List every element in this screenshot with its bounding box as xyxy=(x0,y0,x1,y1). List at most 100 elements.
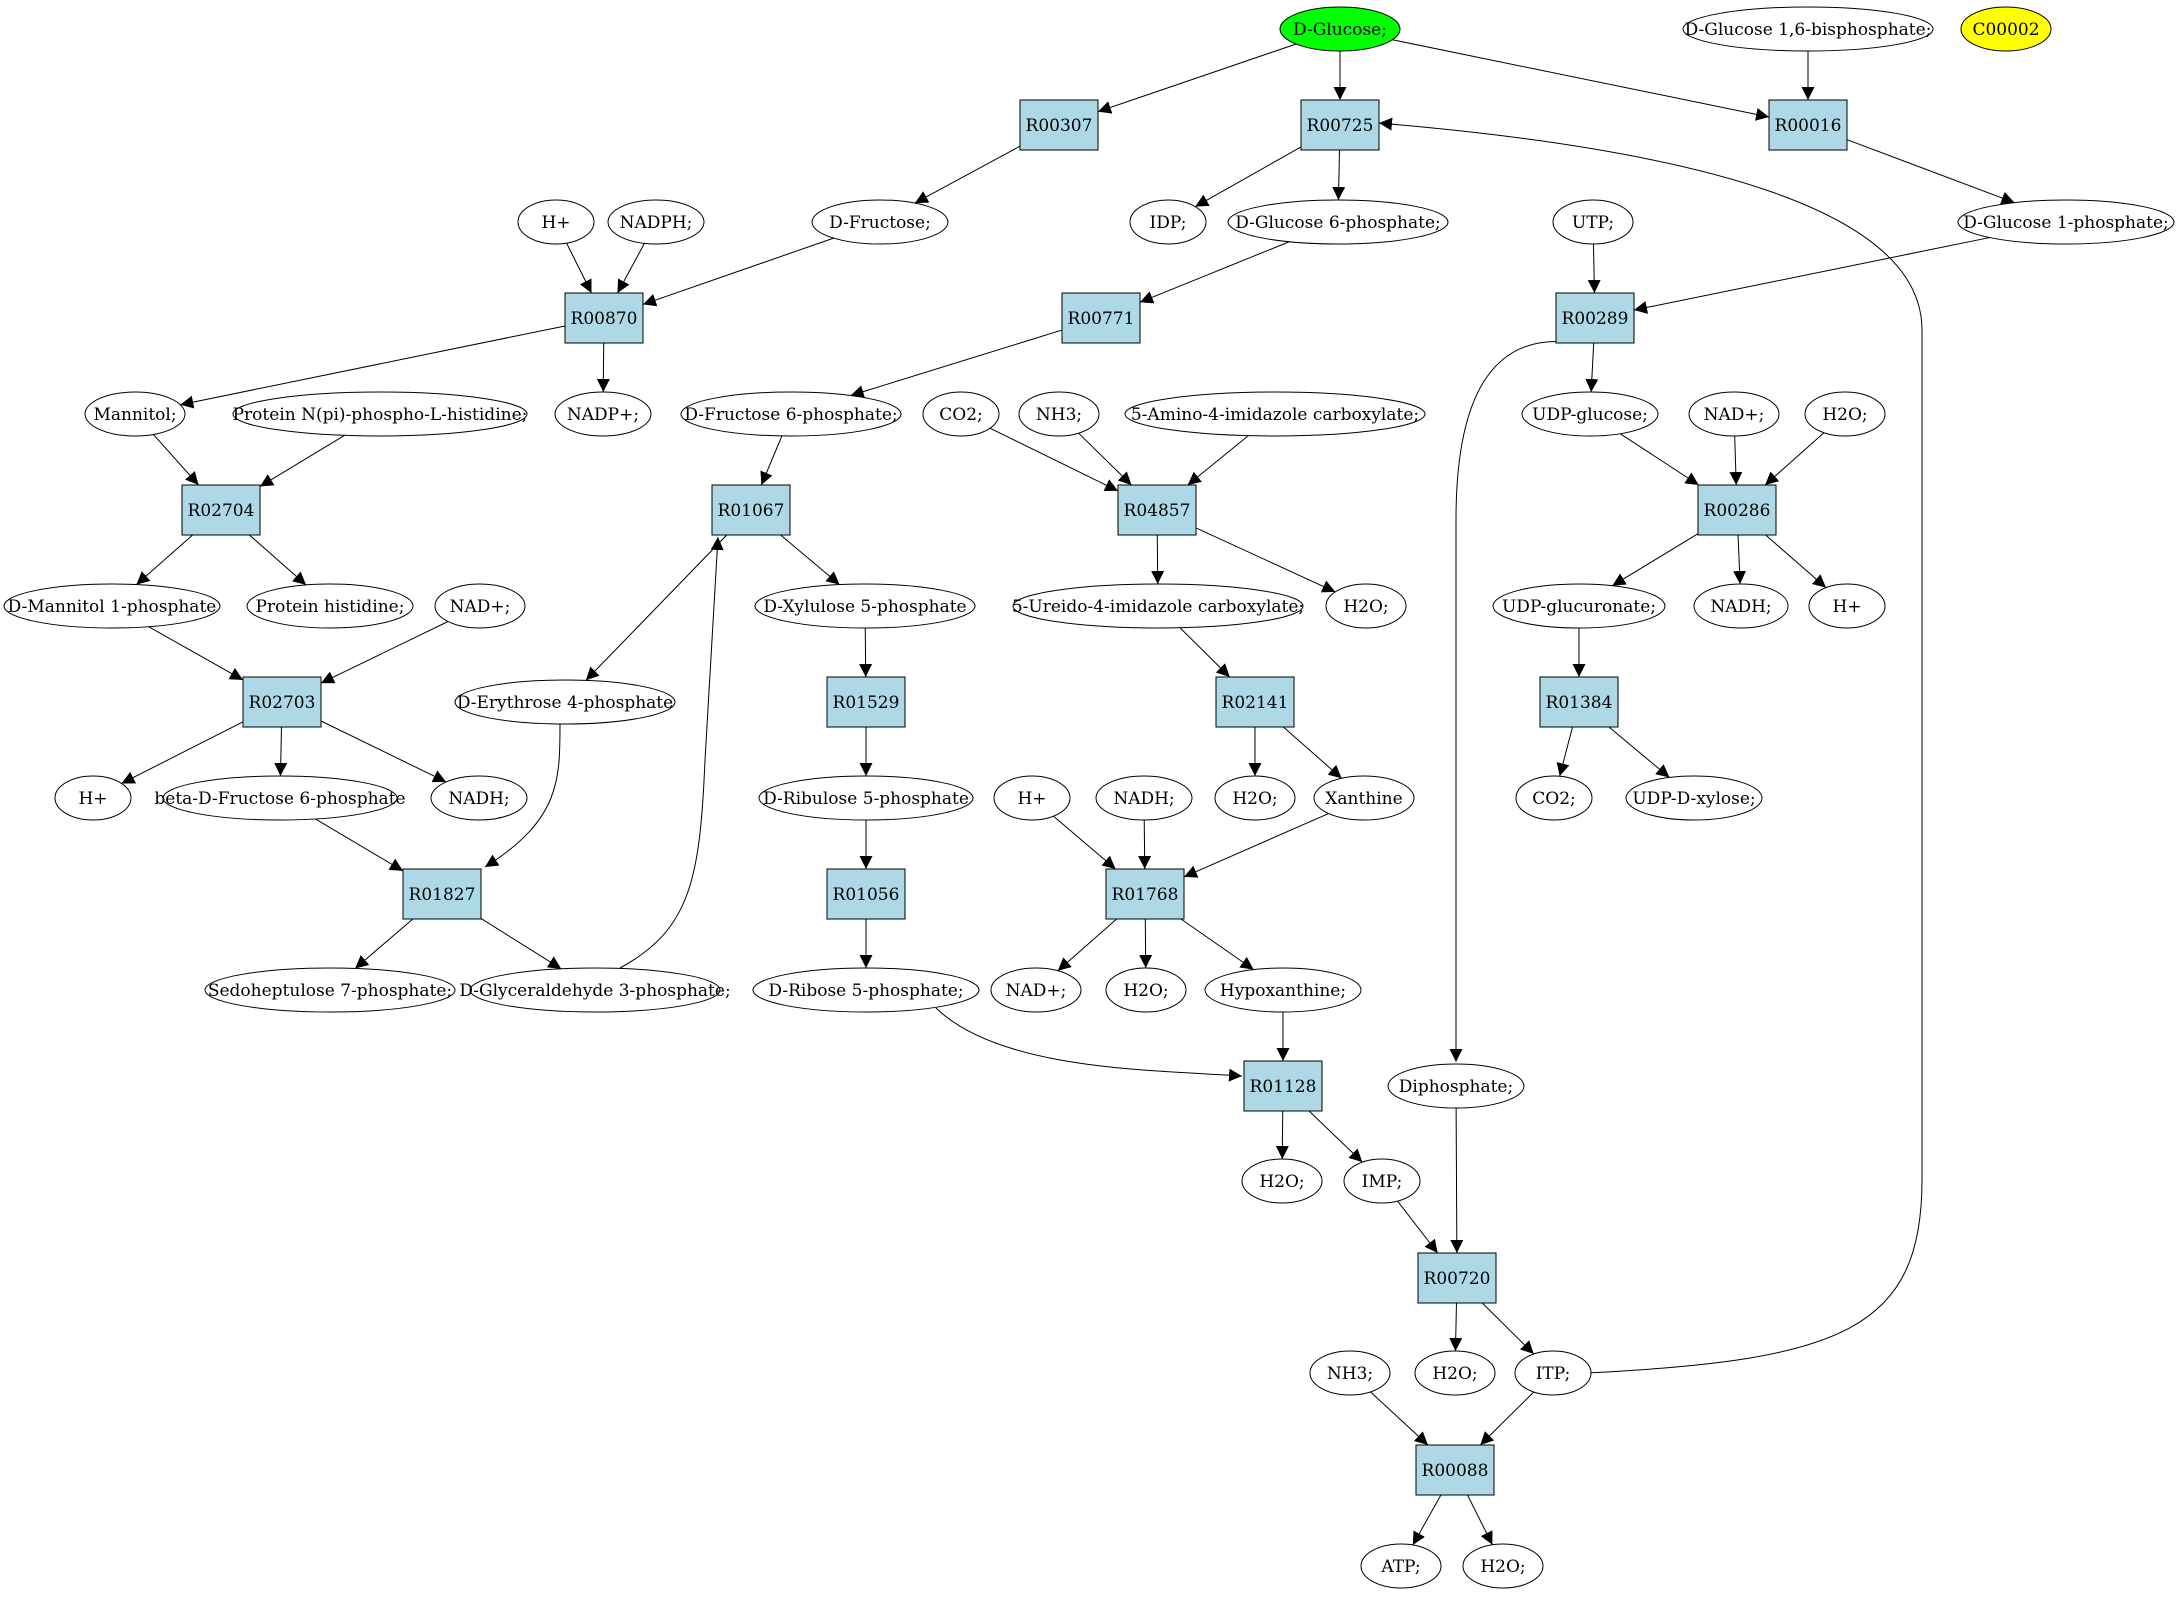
compound-node-hplus-c[interactable]: H+ xyxy=(54,775,132,821)
compound-node-x5p[interactable]: D-Xylulose 5-phosphate xyxy=(754,583,976,629)
compound-ellipse[interactable] xyxy=(993,775,1071,821)
compound-node-diphos[interactable]: Diphosphate; xyxy=(1387,1063,1525,1109)
compound-node-h2o-g[interactable]: H2O; xyxy=(1462,1543,1544,1589)
compound-ellipse[interactable] xyxy=(1241,1158,1323,1204)
compound-ellipse[interactable] xyxy=(434,583,526,629)
reaction-node-r04857[interactable]: R04857 xyxy=(1117,484,1197,536)
compound-ellipse[interactable] xyxy=(1804,391,1886,437)
compound-ellipse[interactable] xyxy=(1414,1350,1496,1396)
compound-node-h2o-c[interactable]: H2O; xyxy=(1214,775,1296,821)
compound-node-co2-a[interactable]: CO2; xyxy=(922,391,1000,437)
compound-node-r5p[interactable]: D-Ribose 5-phosphate; xyxy=(752,967,980,1013)
compound-ellipse[interactable] xyxy=(1095,775,1193,821)
reaction-node-r00307[interactable]: R00307 xyxy=(1019,99,1099,151)
compound-node-f6p[interactable]: D-Fructose 6-phosphate; xyxy=(680,391,902,437)
compound-ellipse[interactable] xyxy=(990,967,1082,1013)
compound-node-h2o-b[interactable]: H2O; xyxy=(1325,583,1407,629)
compound-node-udpgluc[interactable]: UDP-glucuronate; xyxy=(1492,583,1666,629)
reaction-node-r01384[interactable]: R01384 xyxy=(1539,676,1619,728)
compound-node-xanthine[interactable]: Xanthine xyxy=(1313,775,1415,821)
compound-node-atp[interactable]: ATP; xyxy=(1360,1543,1442,1589)
compound-ellipse[interactable] xyxy=(1105,967,1187,1013)
compound-node-imp[interactable]: IMP; xyxy=(1343,1158,1421,1204)
reaction-node-r01768[interactable]: R01768 xyxy=(1105,868,1185,920)
reaction-box[interactable] xyxy=(1105,868,1185,920)
compound-ellipse[interactable] xyxy=(430,775,528,821)
reaction-node-r02141[interactable]: R02141 xyxy=(1215,676,1295,728)
compound-node-nh3-b[interactable]: NH3; xyxy=(1309,1350,1391,1396)
reaction-box[interactable] xyxy=(242,676,322,728)
reaction-node-r00286[interactable]: R00286 xyxy=(1697,484,1777,536)
compound-node-nadplus-a[interactable]: NAD+; xyxy=(1688,391,1780,437)
compound-ellipse[interactable] xyxy=(1313,775,1415,821)
compound-node-nadh-a[interactable]: NADH; xyxy=(1693,583,1789,629)
reaction-box[interactable] xyxy=(1117,484,1197,536)
compound-node-nadplus-b[interactable]: NAD+; xyxy=(434,583,526,629)
compound-node-nadph[interactable]: NADPH; xyxy=(607,199,705,245)
compound-ellipse[interactable] xyxy=(1625,775,1763,821)
reaction-node-r01529[interactable]: R01529 xyxy=(826,676,906,728)
compound-node-h2o-e[interactable]: H2O; xyxy=(1241,1158,1323,1204)
reaction-box[interactable] xyxy=(402,868,482,920)
compound-node-nadh-c[interactable]: NADH; xyxy=(1095,775,1193,821)
compound-ellipse[interactable] xyxy=(1129,199,1207,245)
compound-ellipse[interactable] xyxy=(1515,775,1593,821)
compound-node-h2o-a[interactable]: H2O; xyxy=(1804,391,1886,437)
compound-ellipse[interactable] xyxy=(758,775,974,821)
compound-node-idp[interactable]: IDP; xyxy=(1129,199,1207,245)
compound-ellipse[interactable] xyxy=(1682,6,1934,52)
reaction-node-r02704[interactable]: R02704 xyxy=(181,484,261,536)
compound-ellipse[interactable] xyxy=(1552,199,1634,245)
reaction-box[interactable] xyxy=(1539,676,1619,728)
compound-ellipse[interactable] xyxy=(246,583,414,629)
compound-ellipse[interactable] xyxy=(811,199,949,245)
compound-node-co2-b[interactable]: CO2; xyxy=(1515,775,1593,821)
compound-node-m1p[interactable]: D-Mannitol 1-phosphate xyxy=(3,583,221,629)
compound-node-h2o-d[interactable]: H2O; xyxy=(1105,967,1187,1013)
compound-ellipse[interactable] xyxy=(1688,391,1780,437)
reaction-node-r01056[interactable]: R01056 xyxy=(826,868,906,920)
compound-node-s7p[interactable]: Sedoheptulose 7-phosphate; xyxy=(204,967,456,1013)
reaction-node-r00016[interactable]: R00016 xyxy=(1768,99,1848,151)
reaction-box[interactable] xyxy=(1300,99,1380,151)
compound-ellipse[interactable] xyxy=(1012,583,1304,629)
compound-ellipse[interactable] xyxy=(1360,1543,1442,1589)
reaction-box[interactable] xyxy=(1415,1444,1495,1496)
compound-node-h2o-f[interactable]: H2O; xyxy=(1414,1350,1496,1396)
compound-ellipse[interactable] xyxy=(1214,775,1296,821)
reaction-box[interactable] xyxy=(826,868,906,920)
compound-node-itp[interactable]: ITP; xyxy=(1514,1350,1592,1396)
compound-ellipse[interactable] xyxy=(1514,1350,1592,1396)
compound-ellipse[interactable] xyxy=(517,199,595,245)
reaction-box[interactable] xyxy=(1019,99,1099,151)
compound-ellipse[interactable] xyxy=(1387,1063,1525,1109)
compound-node-bf6p[interactable]: beta-D-Fructose 6-phosphate xyxy=(154,775,406,821)
compound-node-uica[interactable]: 5-Ureido-4-imidazole carboxylate; xyxy=(1012,583,1304,629)
compound-node-prot-his[interactable]: Protein histidine; xyxy=(246,583,414,629)
compound-node-nadp[interactable]: NADP+; xyxy=(554,391,652,437)
compound-node-g1p[interactable]: D-Glucose 1-phosphate; xyxy=(1957,199,2175,245)
reaction-node-r00720[interactable]: R00720 xyxy=(1417,1252,1497,1304)
compound-node-hplus-d[interactable]: H+ xyxy=(993,775,1071,821)
compound-ellipse[interactable] xyxy=(84,391,186,437)
compound-node-g6p[interactable]: D-Glucose 6-phosphate; xyxy=(1227,199,1449,245)
compound-ellipse[interactable] xyxy=(54,775,132,821)
compound-node-hypox[interactable]: Hypoxanthine; xyxy=(1204,967,1362,1013)
compound-ellipse[interactable] xyxy=(922,391,1000,437)
compound-ellipse[interactable] xyxy=(1325,583,1407,629)
reaction-node-r00725[interactable]: R00725 xyxy=(1300,99,1380,151)
compound-node-ru5p[interactable]: D-Ribulose 5-phosphate xyxy=(758,775,974,821)
reaction-node-r00088[interactable]: R00088 xyxy=(1415,1444,1495,1496)
compound-ellipse[interactable] xyxy=(1309,1350,1391,1396)
reaction-box[interactable] xyxy=(181,484,261,536)
compound-node-e4p[interactable]: D-Erythrose 4-phosphate xyxy=(454,679,676,725)
compound-ellipse[interactable] xyxy=(1343,1158,1421,1204)
compound-node-glucose[interactable]: D-Glucose; xyxy=(1279,6,1401,52)
reaction-box[interactable] xyxy=(1555,292,1635,344)
compound-ellipse[interactable] xyxy=(3,583,221,629)
reaction-node-r00771[interactable]: R00771 xyxy=(1061,292,1141,344)
compound-node-udpg[interactable]: UDP-glucose; xyxy=(1521,391,1659,437)
compound-ellipse[interactable] xyxy=(204,967,456,1013)
compound-ellipse[interactable] xyxy=(232,391,528,437)
compound-ellipse[interactable] xyxy=(607,199,705,245)
